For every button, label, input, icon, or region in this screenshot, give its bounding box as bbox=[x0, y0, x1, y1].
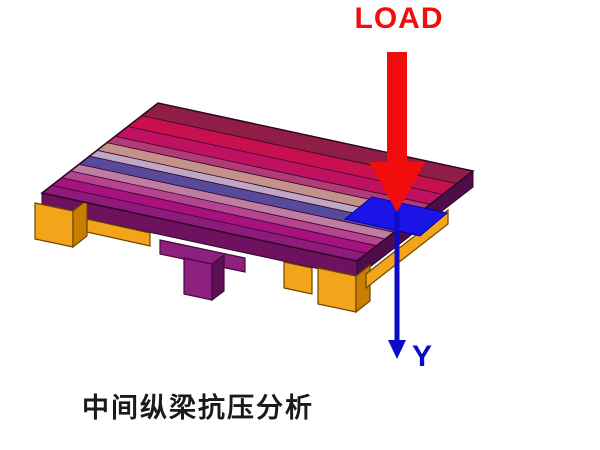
front-right-leg-front bbox=[317, 267, 357, 313]
left-leg-front bbox=[34, 202, 74, 248]
deck-top-outline bbox=[40, 102, 475, 262]
left-leg-side bbox=[72, 198, 88, 249]
front-right-leg-small bbox=[283, 261, 313, 295]
caption-text: 中间纵梁抗压分析 bbox=[82, 393, 314, 424]
mid-leg-front bbox=[183, 257, 213, 301]
load-arrow-shaft bbox=[387, 52, 407, 168]
mid-leg-side bbox=[211, 253, 225, 302]
pallet-understructure bbox=[34, 198, 449, 314]
load-arrowhead bbox=[369, 162, 425, 212]
y-axis-arrowhead bbox=[388, 340, 406, 359]
left-bottom-stringer bbox=[86, 218, 151, 247]
load-label: LOAD bbox=[354, 2, 444, 35]
y-axis-label: Y bbox=[412, 340, 433, 373]
